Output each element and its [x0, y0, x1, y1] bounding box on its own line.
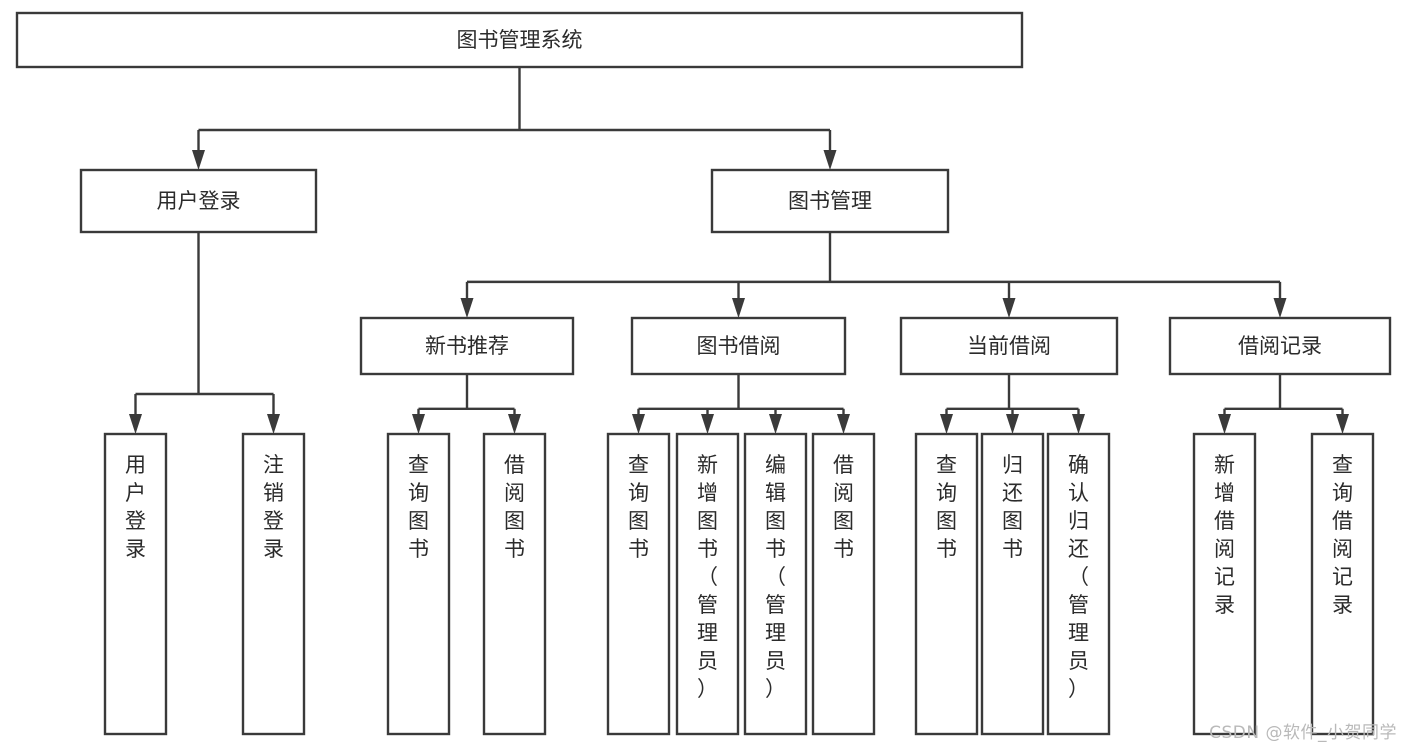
node-box-leaf_edit_book[interactable] [743, 432, 808, 736]
node-box-user_login[interactable] [79, 168, 318, 234]
connector-group-book_borrow [632, 374, 850, 434]
node-label-leaf_query_book_2: 查询图书 [628, 453, 649, 561]
node-label-borrow_record: 借阅记录 [1238, 334, 1322, 358]
node-label-leaf_confirm_return: 确认归还（管理员） [1068, 453, 1089, 701]
node-box-leaf_query_record[interactable] [1310, 432, 1375, 736]
node-box-leaf_query_book_2[interactable] [606, 432, 671, 736]
node-box-borrow_record[interactable] [1168, 316, 1392, 376]
connector-group-user_login [129, 232, 280, 434]
node-label-leaf_user_login: 用户登录 [125, 453, 146, 561]
node-label-user_login: 用户登录 [157, 189, 241, 213]
node-label-leaf_return_book: 归还图书 [1002, 453, 1023, 561]
node-label-leaf_query_record: 查询借阅记录 [1332, 453, 1353, 617]
node-box-new_book_rec[interactable] [359, 316, 575, 376]
node-label-leaf_query_book_3: 查询图书 [936, 453, 957, 561]
node-leaf_query_book_1[interactable]: 查询图书 [386, 432, 451, 736]
csdn-watermark: CSDN @软件_小贺同学 [1209, 723, 1397, 743]
connector-group-borrow_record [1218, 374, 1349, 434]
node-label-leaf_borrow_book_1: 借阅图书 [504, 453, 525, 561]
node-leaf_logout[interactable]: 注销登录 [241, 432, 306, 736]
node-box-leaf_borrow_book_1[interactable] [482, 432, 547, 736]
node-box-leaf_borrow_book_2[interactable] [811, 432, 876, 736]
node-label-book_manage: 图书管理 [788, 189, 872, 213]
node-label-root: 图书管理系统 [457, 28, 583, 52]
node-leaf_add_record[interactable]: 新增借阅记录 [1192, 432, 1257, 736]
node-box-root[interactable] [15, 11, 1024, 69]
node-book_manage[interactable]: 图书管理 [710, 168, 950, 234]
node-leaf_query_book_3[interactable]: 查询图书 [914, 432, 979, 736]
node-box-leaf_confirm_return[interactable] [1046, 432, 1111, 736]
node-leaf_confirm_return[interactable]: 确认归还（管理员） [1046, 432, 1111, 736]
node-leaf_query_record[interactable]: 查询借阅记录 [1310, 432, 1375, 736]
node-book_borrow[interactable]: 图书借阅 [630, 316, 847, 376]
node-label-leaf_add_record: 新增借阅记录 [1214, 453, 1235, 617]
connector-group-book_manage [460, 232, 1287, 318]
node-box-leaf_add_record[interactable] [1192, 432, 1257, 736]
connector-group-new_book_rec [412, 374, 521, 434]
node-box-leaf_query_book_1[interactable] [386, 432, 451, 736]
node-label-current_borrow: 当前借阅 [967, 334, 1051, 358]
node-box-leaf_user_login[interactable] [103, 432, 168, 736]
node-label-book_borrow: 图书借阅 [697, 334, 781, 358]
node-root[interactable]: 图书管理系统 [15, 11, 1024, 69]
node-box-leaf_logout[interactable] [241, 432, 306, 736]
node-layer: 图书管理系统用户登录图书管理新书推荐图书借阅当前借阅借阅记录用户登录注销登录查询… [15, 11, 1392, 736]
node-box-leaf_return_book[interactable] [980, 432, 1045, 736]
node-box-leaf_query_book_3[interactable] [914, 432, 979, 736]
node-label-new_book_rec: 新书推荐 [425, 334, 509, 358]
node-label-leaf_query_book_1: 查询图书 [408, 453, 429, 561]
node-leaf_edit_book[interactable]: 编辑图书（管理员） [743, 432, 808, 736]
node-label-leaf_logout: 注销登录 [263, 453, 284, 561]
node-label-leaf_borrow_book_2: 借阅图书 [833, 453, 854, 561]
node-leaf_user_login[interactable]: 用户登录 [103, 432, 168, 736]
node-label-leaf_edit_book: 编辑图书（管理员） [765, 453, 786, 701]
node-borrow_record[interactable]: 借阅记录 [1168, 316, 1392, 376]
connector-layer [129, 67, 1349, 434]
node-leaf_borrow_book_2[interactable]: 借阅图书 [811, 432, 876, 736]
node-box-book_borrow[interactable] [630, 316, 847, 376]
node-new_book_rec[interactable]: 新书推荐 [359, 316, 575, 376]
connector-group-current_borrow [940, 374, 1085, 434]
node-label-leaf_add_book: 新增图书（管理员） [697, 453, 718, 701]
node-box-leaf_add_book[interactable] [675, 432, 740, 736]
connector-group-root [192, 67, 837, 170]
node-box-book_manage[interactable] [710, 168, 950, 234]
node-box-current_borrow[interactable] [899, 316, 1119, 376]
node-current_borrow[interactable]: 当前借阅 [899, 316, 1119, 376]
node-leaf_query_book_2[interactable]: 查询图书 [606, 432, 671, 736]
node-leaf_add_book[interactable]: 新增图书（管理员） [675, 432, 740, 736]
node-user_login[interactable]: 用户登录 [79, 168, 318, 234]
node-leaf_return_book[interactable]: 归还图书 [980, 432, 1045, 736]
node-leaf_borrow_book_1[interactable]: 借阅图书 [482, 432, 547, 736]
